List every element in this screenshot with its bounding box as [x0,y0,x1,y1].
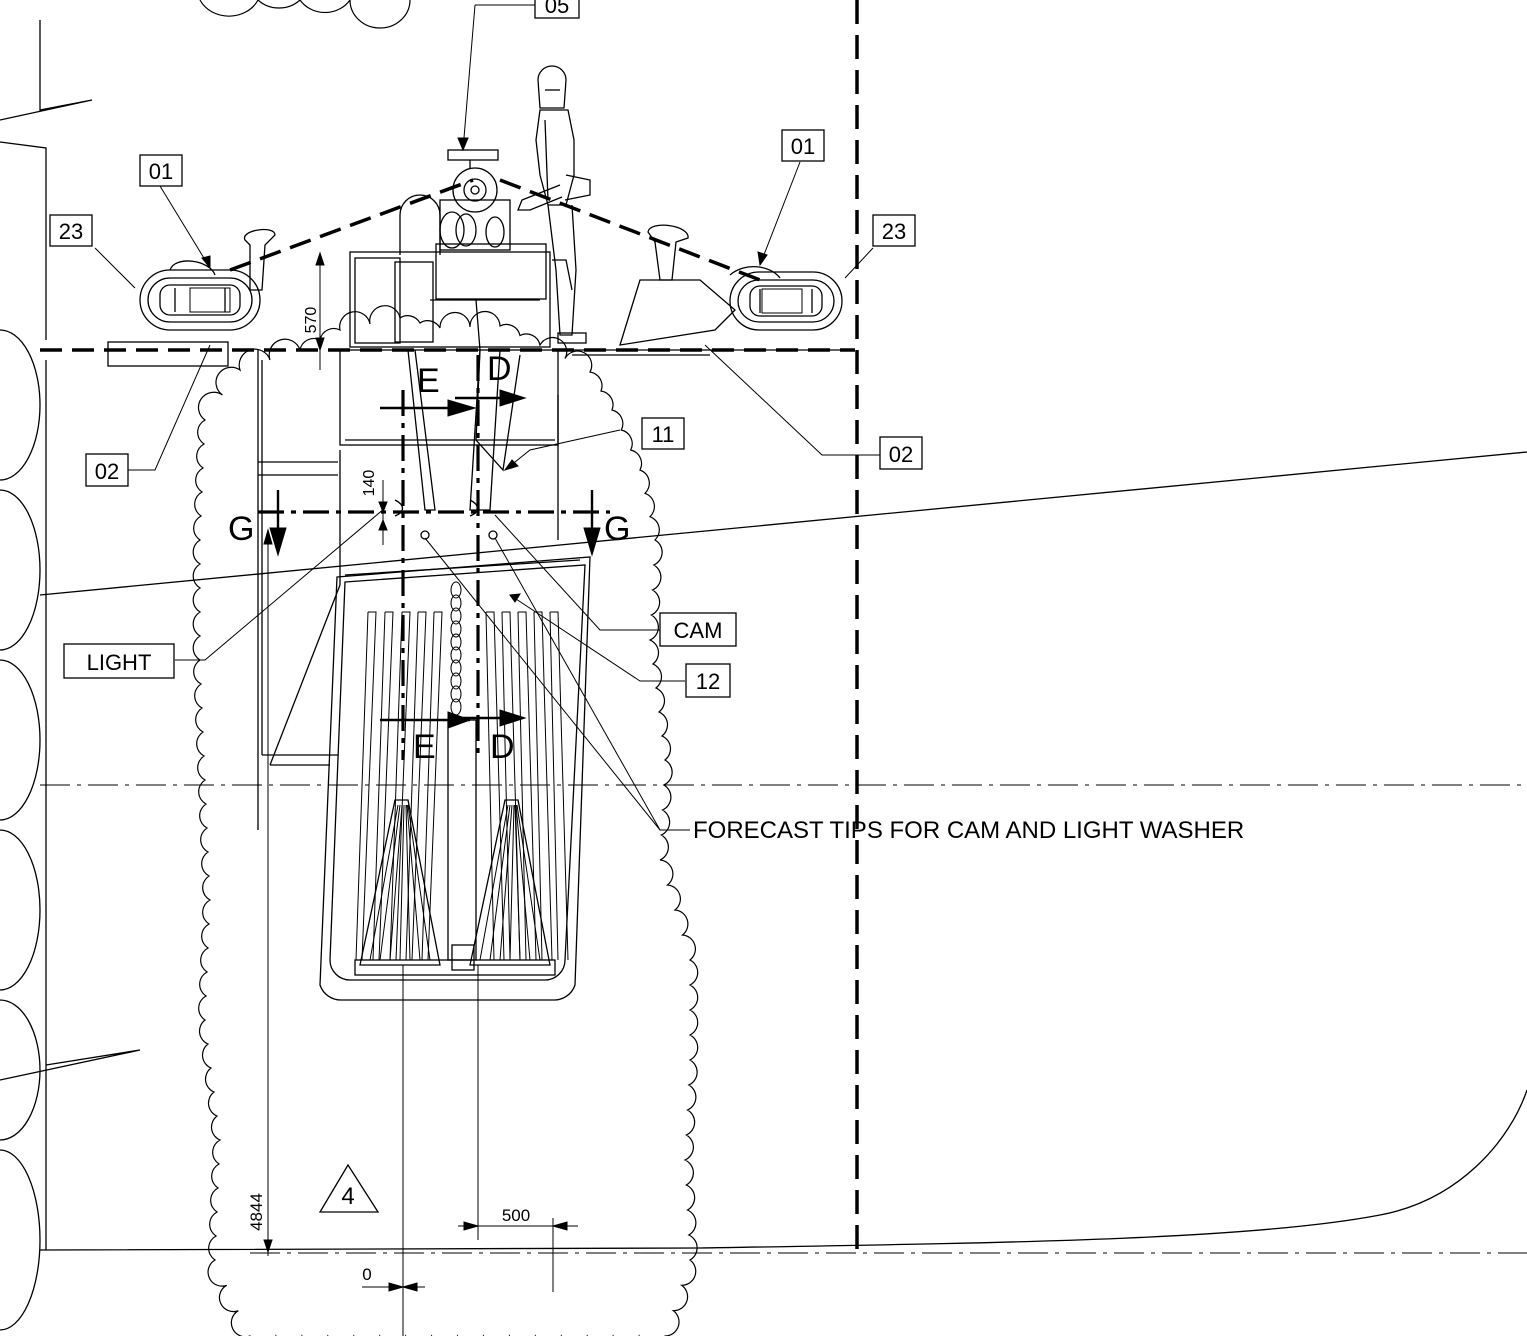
section-letter-d-bottom: D [490,728,515,766]
fairlead-right [619,224,843,346]
section-letter-e-top: E [417,362,440,400]
chain-link [450,581,462,599]
tag-01-left: 01 [139,154,183,187]
tag-12-text: 12 [696,669,720,694]
tag-11-text: 11 [652,422,675,447]
tag-01-left-text: 01 [149,159,173,184]
dimension-500: 500 [502,1206,530,1225]
section-arrows [269,389,601,729]
chain-link [450,685,462,703]
revision-number: 4 [341,1183,354,1210]
foundation-structure [107,341,855,830]
tag-11: 11 [641,417,685,450]
stowage-rib [421,611,443,961]
tag-02-left: 02 [85,453,129,487]
tag-12: 12 [685,663,731,698]
tag-cam-text: CAM [674,618,723,643]
dimension-4844: 4844 [247,1193,266,1231]
chain-link [450,594,462,612]
revision-triangle [318,1163,380,1213]
tag-01-right: 01 [781,129,825,162]
human-figure [517,65,591,344]
chain-link [450,607,462,625]
tag-light: LIGHT [63,643,175,679]
chain-link [450,659,462,677]
stowage-ribs [355,611,569,961]
tag-23-right-text: 23 [882,219,906,244]
tag-02-right: 02 [879,436,923,470]
windlass [349,149,551,511]
tag-light-text: LIGHT [87,650,152,675]
section-letter-e-bottom: E [413,728,436,766]
dimension-lines [263,251,578,1336]
stowage-rib [355,611,377,961]
stowage-rib [549,611,569,961]
light-cam-points [394,499,498,540]
fairlead-left [139,228,276,331]
stowage-rib [533,611,553,961]
chain-link [450,646,462,664]
leader-arrowheads [201,137,768,603]
tag-01-right-text: 01 [791,134,815,159]
chain-link [450,672,462,690]
section-letter-d-top: D [487,350,512,388]
stowage-rib [389,611,411,961]
tag-23-right: 23 [872,214,916,247]
section-letter-g-right: G [604,510,630,548]
chain-links [450,581,462,716]
section-letter-g-left: G [228,510,254,548]
tag-cam: CAM [659,612,737,647]
forecast-note: FORECAST TIPS FOR CAM AND LIGHT WASHER [693,817,1244,844]
stowage-rib [485,611,505,961]
tag-23-left: 23 [49,214,93,247]
tag-23-left-text: 23 [59,219,83,244]
tag-02-left-text: 02 [95,459,119,484]
chain-link [450,698,462,716]
tag-05-text: 05 [545,0,569,18]
chain-link [450,633,462,651]
tag-05: 05 [534,0,580,19]
revision-cloud [192,305,699,1336]
tag-02-right-text: 02 [889,442,913,467]
dimension-0: 0 [362,1265,371,1284]
leader-lines [94,4,880,831]
dimension-140: 140 [361,470,378,497]
dimension-570: 570 [303,307,320,334]
chain-stowage [269,556,591,1001]
chain-link [450,620,462,638]
stowage-rib [372,611,394,961]
centerlines [40,355,1527,1254]
